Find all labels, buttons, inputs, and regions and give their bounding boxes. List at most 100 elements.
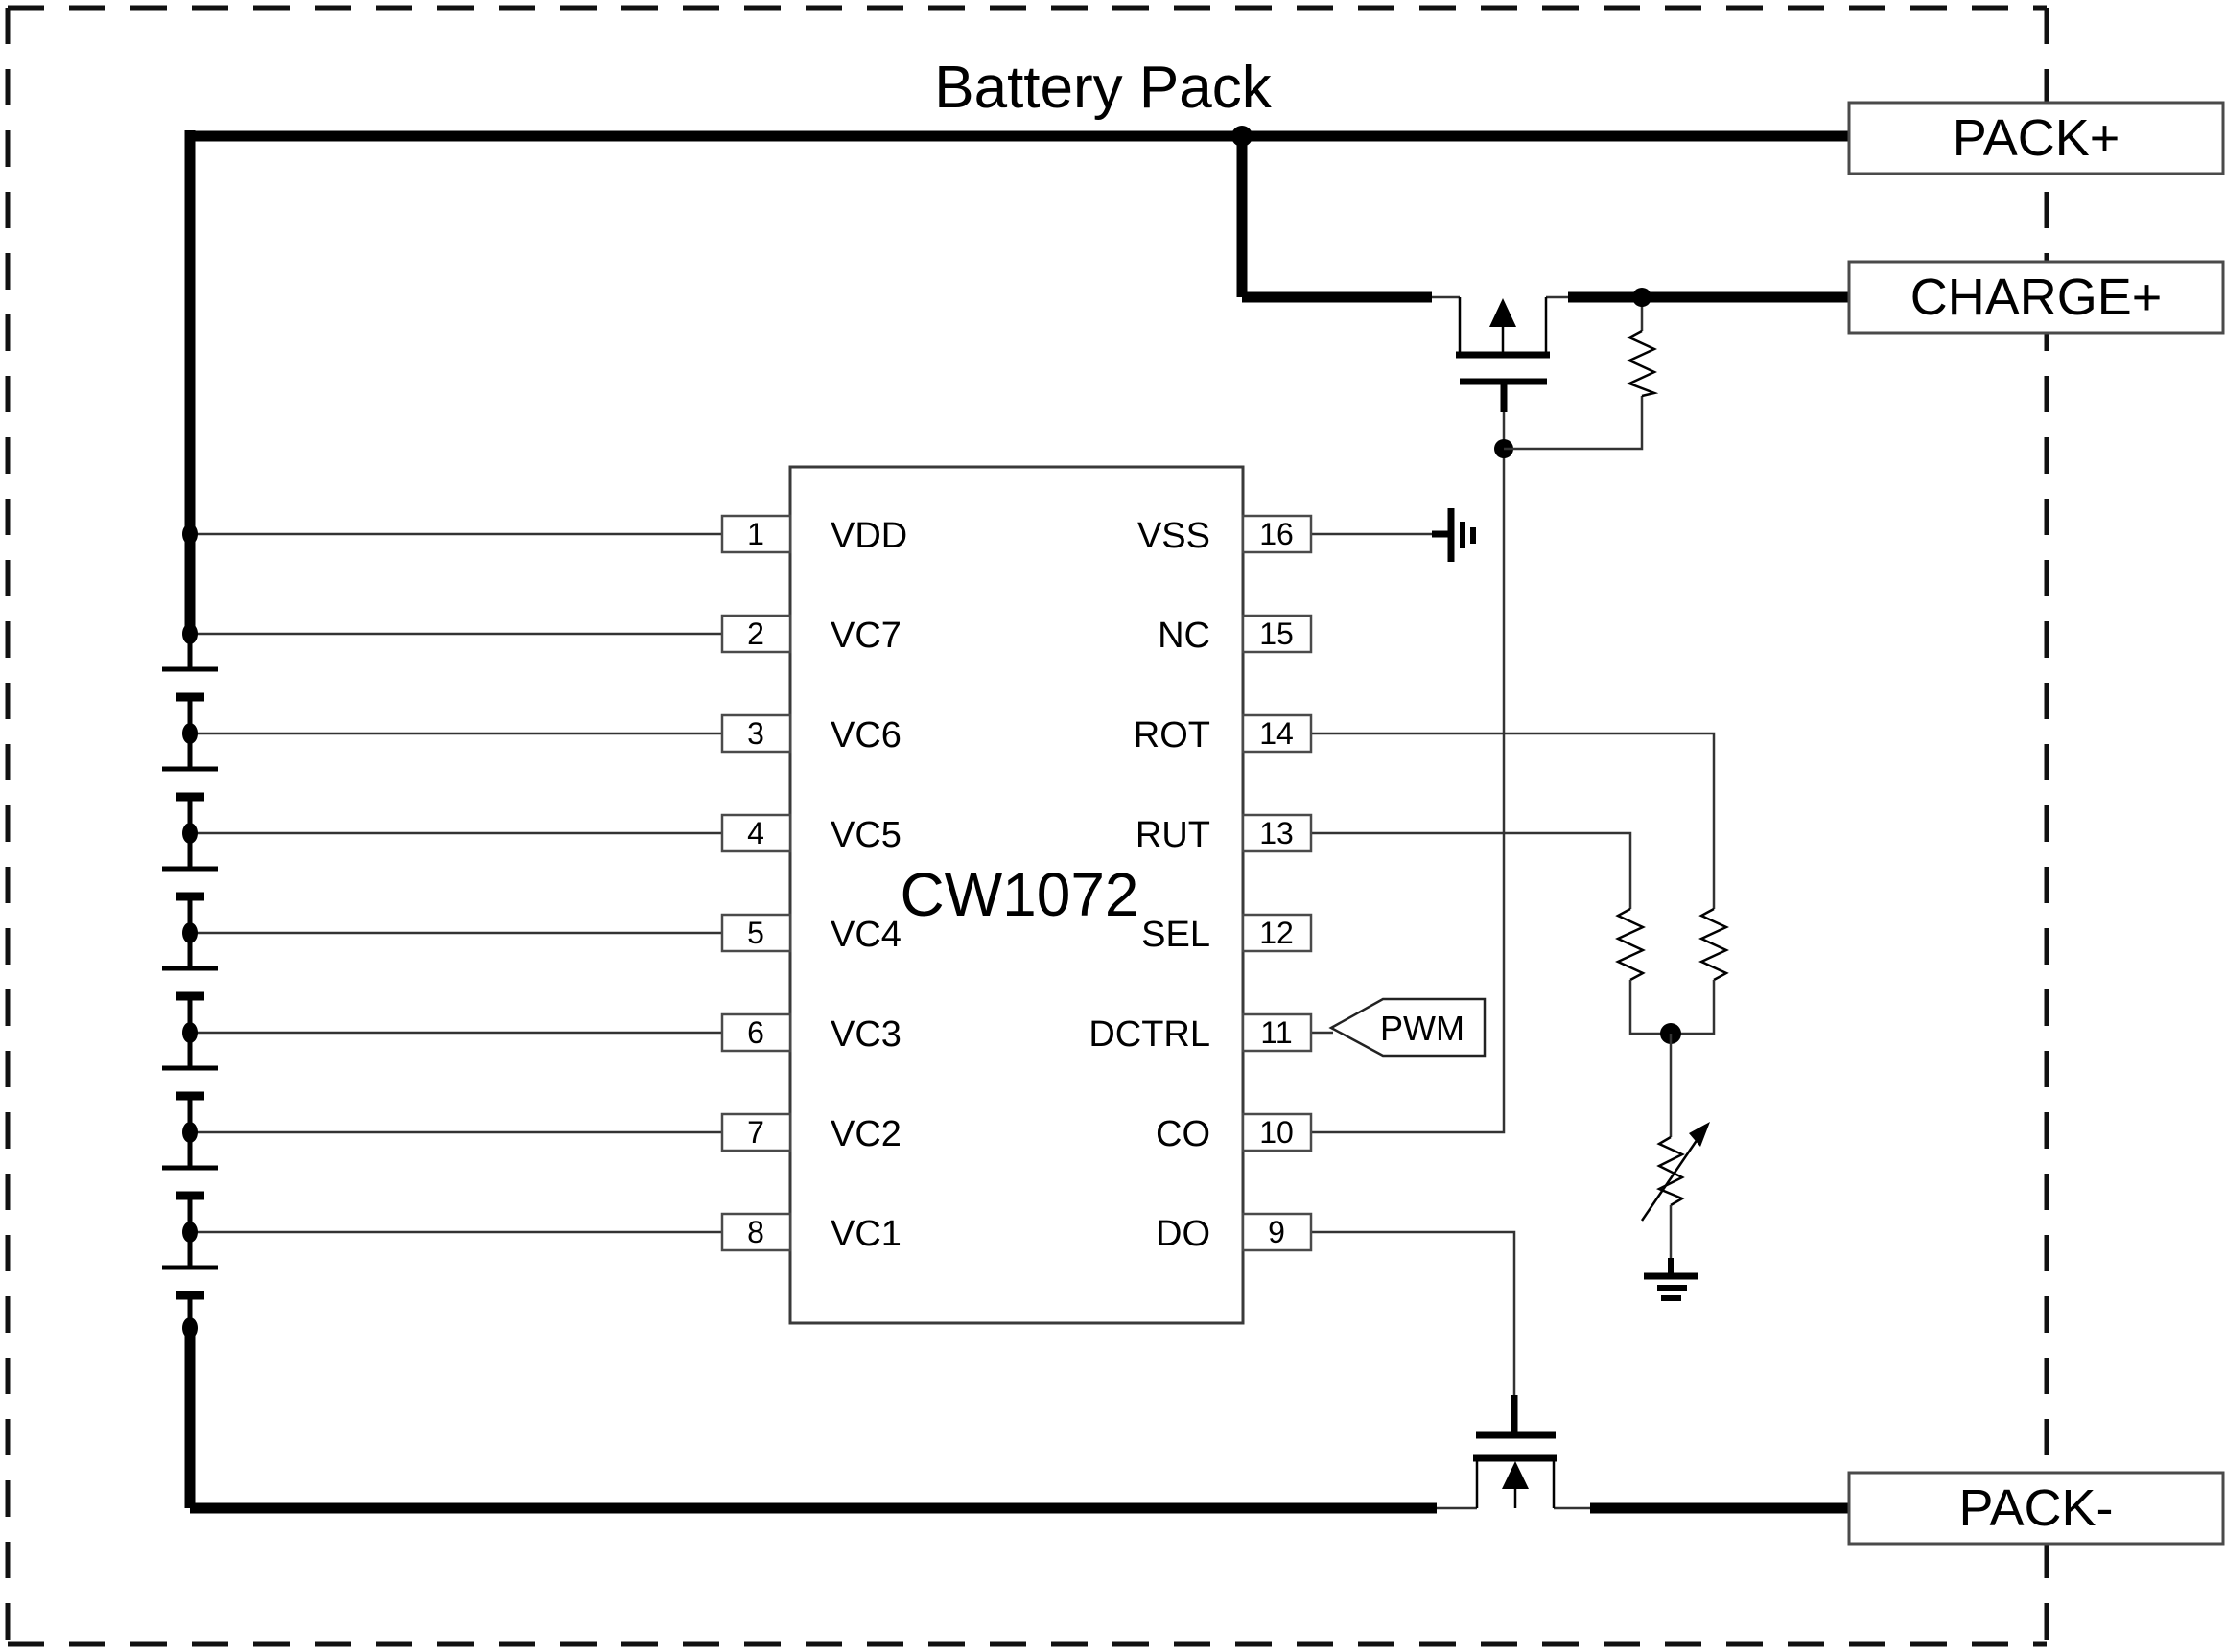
right-side-nets	[1311, 295, 1716, 1510]
pwm-flag-shape	[1328, 997, 1487, 1058]
pin-box-13	[1241, 813, 1313, 853]
pack-minus-terminal-label: PACK-	[1958, 1479, 2113, 1537]
terminals: PACK+ CHARGE+ PACK-	[1847, 101, 2225, 1546]
pin-box-2	[720, 614, 792, 654]
pin-box-8	[720, 1212, 792, 1252]
pack-minus-terminal-box	[1847, 1471, 2225, 1546]
pin-box-3	[720, 713, 792, 754]
pin-box-5	[720, 913, 792, 953]
pin-label-vss: VSS	[1137, 516, 1210, 556]
thermistor-branch	[1640, 1034, 1710, 1301]
pwm-flag: PWM	[1328, 997, 1487, 1058]
pin-num-6: 6	[747, 1015, 764, 1050]
pin-box-7	[720, 1112, 792, 1152]
thermistor-arrow-line	[1640, 1138, 1699, 1222]
pin-label-rot: ROT	[1134, 715, 1210, 756]
battery-stack	[162, 524, 218, 1338]
rut-resistor	[1615, 907, 1646, 982]
cell-tap-wires	[190, 532, 722, 1234]
tap-dot	[182, 723, 198, 744]
junction-dot	[1632, 288, 1651, 307]
tap-dot	[182, 623, 198, 644]
rot-resistor	[1698, 907, 1729, 982]
tap-dot	[182, 1222, 198, 1243]
thermistor-arrow-head	[1689, 1122, 1710, 1147]
discharge-mosfet	[1473, 1395, 1558, 1508]
pin-num-10: 10	[1259, 1115, 1294, 1150]
pin-num-14: 14	[1259, 716, 1294, 751]
pin-num-4: 4	[747, 816, 764, 850]
rot-rut-divider	[1615, 907, 1729, 1044]
resistor-zigzag	[1626, 329, 1659, 398]
fet-channel-leads	[1475, 1458, 1556, 1508]
wire-co	[1311, 449, 1506, 1134]
tap-dot	[182, 1317, 198, 1338]
pack-plus-terminal-box	[1847, 101, 2225, 175]
pin-label-vc3: VC3	[831, 1014, 902, 1055]
pin-label-vc4: VC4	[831, 915, 902, 955]
tap-dot	[182, 524, 198, 545]
pin-box-10	[1241, 1112, 1313, 1152]
pin-box-16	[1241, 514, 1313, 554]
tap-dot	[182, 823, 198, 844]
pin-box-15	[1241, 614, 1313, 654]
fet-body-arrow-head	[1502, 1461, 1529, 1489]
charge-rail-left	[1236, 136, 1432, 303]
pin-label-do: DO	[1156, 1214, 1210, 1254]
wire-rot	[1311, 732, 1716, 909]
thermistor-zigzag	[1655, 1135, 1685, 1207]
pin-label-dctrl: DCTRL	[1089, 1014, 1210, 1055]
pack-minus-rail-left	[184, 1328, 1437, 1514]
pin-num-15: 15	[1259, 617, 1294, 651]
pin-box-14	[1241, 713, 1313, 754]
wire-rut	[1311, 831, 1632, 909]
pin-num-12: 12	[1259, 916, 1294, 950]
pin-num-1: 1	[747, 517, 764, 551]
pin-num-13: 13	[1259, 816, 1294, 850]
pin-label-vc1: VC1	[831, 1214, 902, 1254]
pwm-flag-label: PWM	[1380, 1009, 1464, 1048]
pin-num-8: 8	[747, 1215, 764, 1249]
charge-plus-terminal-label: CHARGE+	[1910, 268, 2163, 326]
page-title: Battery Pack	[934, 55, 1272, 121]
pin-label-vc6: VC6	[831, 715, 902, 756]
junction-dot	[1231, 126, 1253, 147]
pin-box-6	[720, 1012, 792, 1053]
tap-dot	[182, 1022, 198, 1043]
pin-label-rut: RUT	[1136, 815, 1210, 855]
tap-dot	[182, 922, 198, 943]
pin-box-12	[1241, 913, 1313, 953]
vss-ground	[1432, 508, 1476, 562]
pin-num-3: 3	[747, 716, 764, 751]
pin-num-9: 9	[1268, 1215, 1285, 1249]
pin-num-2: 2	[747, 617, 764, 651]
battery-pack-boundary	[5, 5, 2049, 1647]
tap-dot	[182, 1122, 198, 1143]
pin-label-vc2: VC2	[831, 1114, 902, 1154]
dashed-border	[5, 5, 2049, 1647]
power-rails	[184, 126, 1849, 1514]
charge-plus-terminal-box	[1847, 260, 2225, 335]
wire-do	[1311, 1230, 1516, 1395]
ic-cw1072: CW1072 1 2 3 4 5 6 7 8 VDD VC7 VC6 VC5 V…	[720, 465, 1313, 1325]
pin-label-vc5: VC5	[831, 815, 902, 855]
pin-box-4	[720, 813, 792, 853]
pin-box-11	[1241, 1012, 1313, 1053]
pin-num-5: 5	[747, 916, 764, 950]
fet-body-arrow-head	[1489, 298, 1516, 327]
pack-plus-terminal-label: PACK+	[1953, 109, 2120, 167]
pin-label-co: CO	[1156, 1114, 1210, 1154]
gate-pullup-wire	[1504, 396, 1644, 451]
pin-num-16: 16	[1259, 517, 1294, 551]
pin-label-vc7: VC7	[831, 616, 902, 656]
pin-label-nc: NC	[1158, 616, 1210, 656]
ic-name: CW1072	[901, 860, 1139, 929]
pin-box-9	[1241, 1212, 1313, 1252]
pin-label-vdd: VDD	[831, 516, 907, 556]
pin-num-7: 7	[747, 1115, 764, 1150]
charge-mosfet	[1456, 297, 1644, 458]
pin-box-1	[720, 514, 792, 554]
pin-num-11: 11	[1260, 1015, 1292, 1050]
pullup-resistor	[1626, 288, 1659, 398]
